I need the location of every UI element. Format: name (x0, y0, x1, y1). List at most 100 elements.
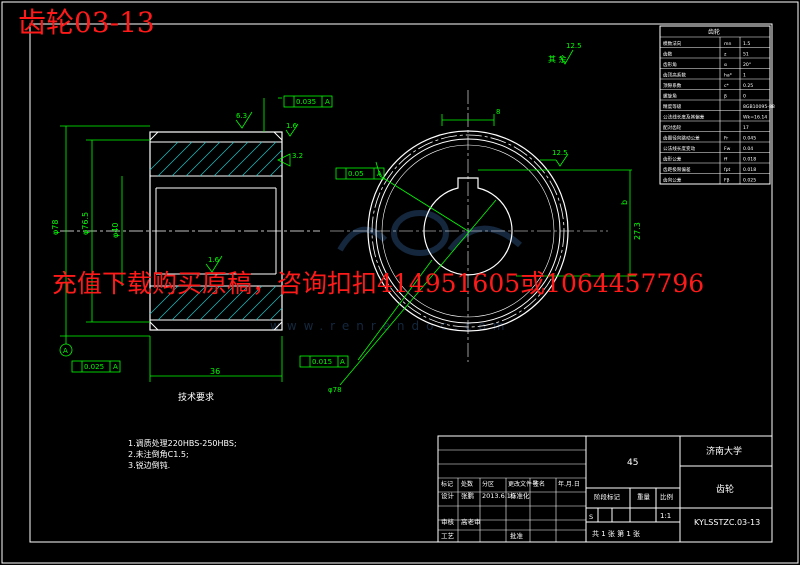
school-name: 济南大学 (706, 445, 742, 457)
gear-table-row-symbol: Fw (724, 146, 731, 152)
title-block-header-cell: 更改文件号 (508, 480, 538, 488)
gear-table-row-symbol: Fr (724, 136, 728, 142)
watermark-logo: www.renrendoc.com (270, 210, 522, 333)
watermark-url: www.renrendoc.com (270, 319, 511, 333)
tol-left-datum: A (377, 170, 382, 178)
title-block-header-cell: 标记 (441, 480, 453, 488)
tech-req-title: 技术要求 (178, 391, 214, 403)
section-dimensions (59, 97, 291, 382)
gear-table-row-value: Wk=16.14 (743, 115, 767, 121)
sheets-count: 共 1 张 第 1 张 (592, 529, 640, 538)
tech-req-item-3: 3.锐边倒钝. (128, 460, 170, 470)
gear-table-row-name: 齿圈径向跳动公差 (663, 135, 700, 142)
approve-label: 批准 (510, 531, 524, 540)
drawing-frame (29, 23, 773, 543)
gear-table-row-name: 精度等级 (663, 103, 682, 110)
tol-top-value: 0.035 (296, 98, 316, 106)
gear-table-row-value: 0 (743, 94, 746, 100)
title-block (437, 435, 773, 543)
gear-table-row-name: 齿距极限偏差 (663, 166, 691, 173)
title-block-header-cell: 分区 (482, 480, 494, 488)
tol-key-value: 0.015 (312, 358, 332, 366)
watermark-banner: 充值下载购买原稿，咨询扣扣414951605或1064457796 (52, 269, 705, 298)
gear-table-row-name: 齿向公差 (663, 177, 682, 184)
gear-table-row-symbol: fpt (724, 167, 731, 173)
gear-table-row-name: 螺旋角 (663, 93, 677, 100)
dim-left-root: φ76.5 (81, 212, 90, 235)
gear-table-row-value: 51 (743, 52, 749, 58)
check-label: 审核 (441, 517, 455, 526)
gear-table-row-symbol: β (724, 94, 727, 100)
gear-table-row-symbol: c* (724, 83, 730, 89)
drawing-code: KYLSSTZC.03-13 (694, 518, 760, 527)
title-block-header-cell: 年.月.日 (558, 480, 580, 488)
dim-outer-dia: φ78 (328, 386, 342, 394)
title-block-header-cell: 签名 (533, 480, 545, 488)
dim-key-depth: 27.3 (633, 222, 642, 240)
tol-frame-top (283, 95, 333, 108)
gear-table-row-name: 齿形角 (663, 61, 677, 68)
gear-table-row-name: 齿数 (663, 51, 673, 58)
tech-req-item-1: 1.调质处理220HBS-250HBS; (128, 438, 237, 448)
gear-table-row-symbol: mn (724, 42, 731, 47)
gear-table-row-name: 公法线长度变动 (663, 145, 696, 152)
gear-table-row-symbol: z (724, 53, 727, 58)
gear-table-header: 齿轮 (708, 28, 720, 36)
scale-value: 1:1 (660, 512, 671, 520)
gear-table-row-value: 8GB10095-88 (743, 104, 775, 110)
gear-table-row-name: 齿顶高系数 (663, 72, 686, 79)
ra-top-left: 6.3 (236, 112, 247, 120)
tol-bottom-value: 0.025 (84, 363, 104, 371)
tol-key-datum: A (340, 358, 345, 366)
side-view (330, 90, 608, 362)
gear-table-row-value: 0.025 (743, 178, 756, 184)
ra-right: 3.2 (292, 152, 303, 160)
gear-table-row-symbol: ff (724, 157, 728, 163)
process-label: 工艺 (441, 532, 455, 540)
side-dimensions (299, 49, 636, 386)
gear-table-row-name: 配对齿轮 (663, 124, 682, 131)
dim-bore: φ40 (111, 223, 120, 238)
scale-label: 比例 (660, 492, 673, 501)
tol-left-value: 0.05 (348, 170, 364, 178)
ra-other-label: 其 余 (548, 54, 567, 64)
gear-table-row-symbol: Fβ (724, 178, 730, 184)
gear-table-row-value: 1 (743, 73, 746, 79)
gear-table-row-name: 公法线长度及其偏差 (663, 114, 705, 121)
gear-table-row-value: 0.018 (743, 157, 756, 163)
stage-mark: S (589, 513, 593, 521)
gear-table-row-name: 齿形公差 (663, 156, 682, 163)
gear-table-row-name: 模数法向 (663, 40, 682, 47)
gear-table-row-value: 1.5 (743, 41, 750, 47)
gear-table-row-symbol: ha* (724, 73, 733, 79)
title-block-header-row: 标记处数 分区 更改文件号签名 年.月.日 (441, 480, 580, 488)
gear-table-row-value: 17 (743, 125, 749, 131)
gear-table-row-value: 0.25 (743, 83, 753, 89)
gear-table-row-value: 0.04 (743, 146, 753, 152)
checker-name: 高老审 (461, 517, 481, 526)
tech-req-item-2: 2.未注倒角C1.5; (128, 449, 189, 459)
weight-label: 重量 (637, 493, 651, 501)
ra-bore: 1.6 (208, 256, 220, 264)
title-block-header-cell: 处数 (461, 480, 473, 488)
ra-side: 12.5 (552, 149, 568, 157)
dim-left-outer: φ78 (51, 220, 60, 235)
design-date: 2013.6.10 (482, 492, 515, 500)
dim-key-sym: b (620, 200, 629, 205)
gear-table-row-value: 0.018 (743, 167, 756, 173)
watermark-title: 齿轮03-13 (18, 6, 155, 39)
designer-name: 张鹏 (461, 491, 475, 500)
ra-other-value: 12.5 (566, 42, 582, 50)
material: 45 (627, 458, 638, 468)
section-view (60, 131, 320, 331)
dim-key-width: 8 (496, 108, 500, 116)
gear-table-row-symbol: α (724, 63, 727, 68)
datum-label: A (63, 347, 68, 355)
standard-label: 标准化 (510, 491, 530, 500)
ra-top-right: 1.6 (286, 122, 298, 130)
tol-top-datum: A (325, 98, 330, 106)
